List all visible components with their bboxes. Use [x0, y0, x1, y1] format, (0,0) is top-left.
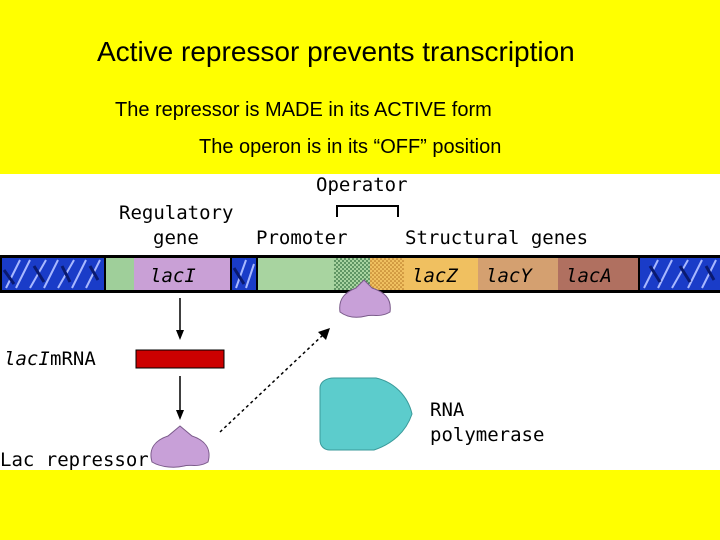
lacy-gene	[478, 258, 558, 290]
rna-polymerase-label-line1: RNA	[430, 399, 465, 421]
dna-left-end	[2, 258, 104, 290]
slide-subtitle-operon-off: The operon is in its “OFF” position	[199, 136, 502, 158]
slide-title: Active repressor prevents transcription	[97, 36, 575, 67]
regulatory-flank	[106, 258, 134, 290]
slide-subtitle-repressor-active: The repressor is MADE in its ACTIVE form	[115, 99, 492, 121]
lacz-gene-label: lacZ	[412, 265, 458, 287]
operator-overlap-region	[370, 258, 404, 290]
mrna-label-text: mRNA	[50, 348, 96, 370]
promoter-label: Promoter	[256, 227, 348, 249]
promoter-region	[258, 258, 334, 290]
operator-label: Operator	[316, 174, 408, 196]
dna-strand: lacI lacZ lacY lacA	[0, 255, 720, 293]
arrow-head-repressor	[176, 410, 184, 420]
mrna-bar	[135, 349, 225, 369]
laci-gene	[134, 258, 230, 290]
laci-gene-label: lacI	[150, 265, 196, 287]
dna-middle-blue	[232, 258, 256, 290]
rna-polymerase-icon	[319, 377, 413, 451]
operator-bracket	[336, 205, 399, 217]
regulatory-gene-label-line1: Regulatory	[119, 202, 233, 224]
arrow-head-operator	[318, 328, 330, 340]
structural-genes-label: Structural genes	[405, 227, 588, 249]
regulatory-gene-label-line2: gene	[153, 227, 199, 249]
lac-operon-diagram: Operator Regulatory gene Promoter Struct…	[0, 174, 720, 470]
mrna-label-gene: lacI	[4, 348, 50, 370]
lac-repressor-icon	[150, 425, 210, 468]
repressor-bound-icon	[339, 279, 391, 318]
lacy-gene-label: lacY	[486, 265, 533, 287]
laca-gene-label: lacA	[566, 265, 612, 287]
rna-polymerase-label-line2: polymerase	[430, 424, 544, 446]
laca-gene	[558, 258, 638, 290]
lac-repressor-label: Lac repressor	[0, 449, 149, 470]
arrow-head-mrna	[176, 330, 184, 340]
dna-right-end	[640, 258, 720, 290]
arrow-repressor-to-operator	[219, 333, 325, 433]
lacz-gene	[404, 258, 478, 290]
